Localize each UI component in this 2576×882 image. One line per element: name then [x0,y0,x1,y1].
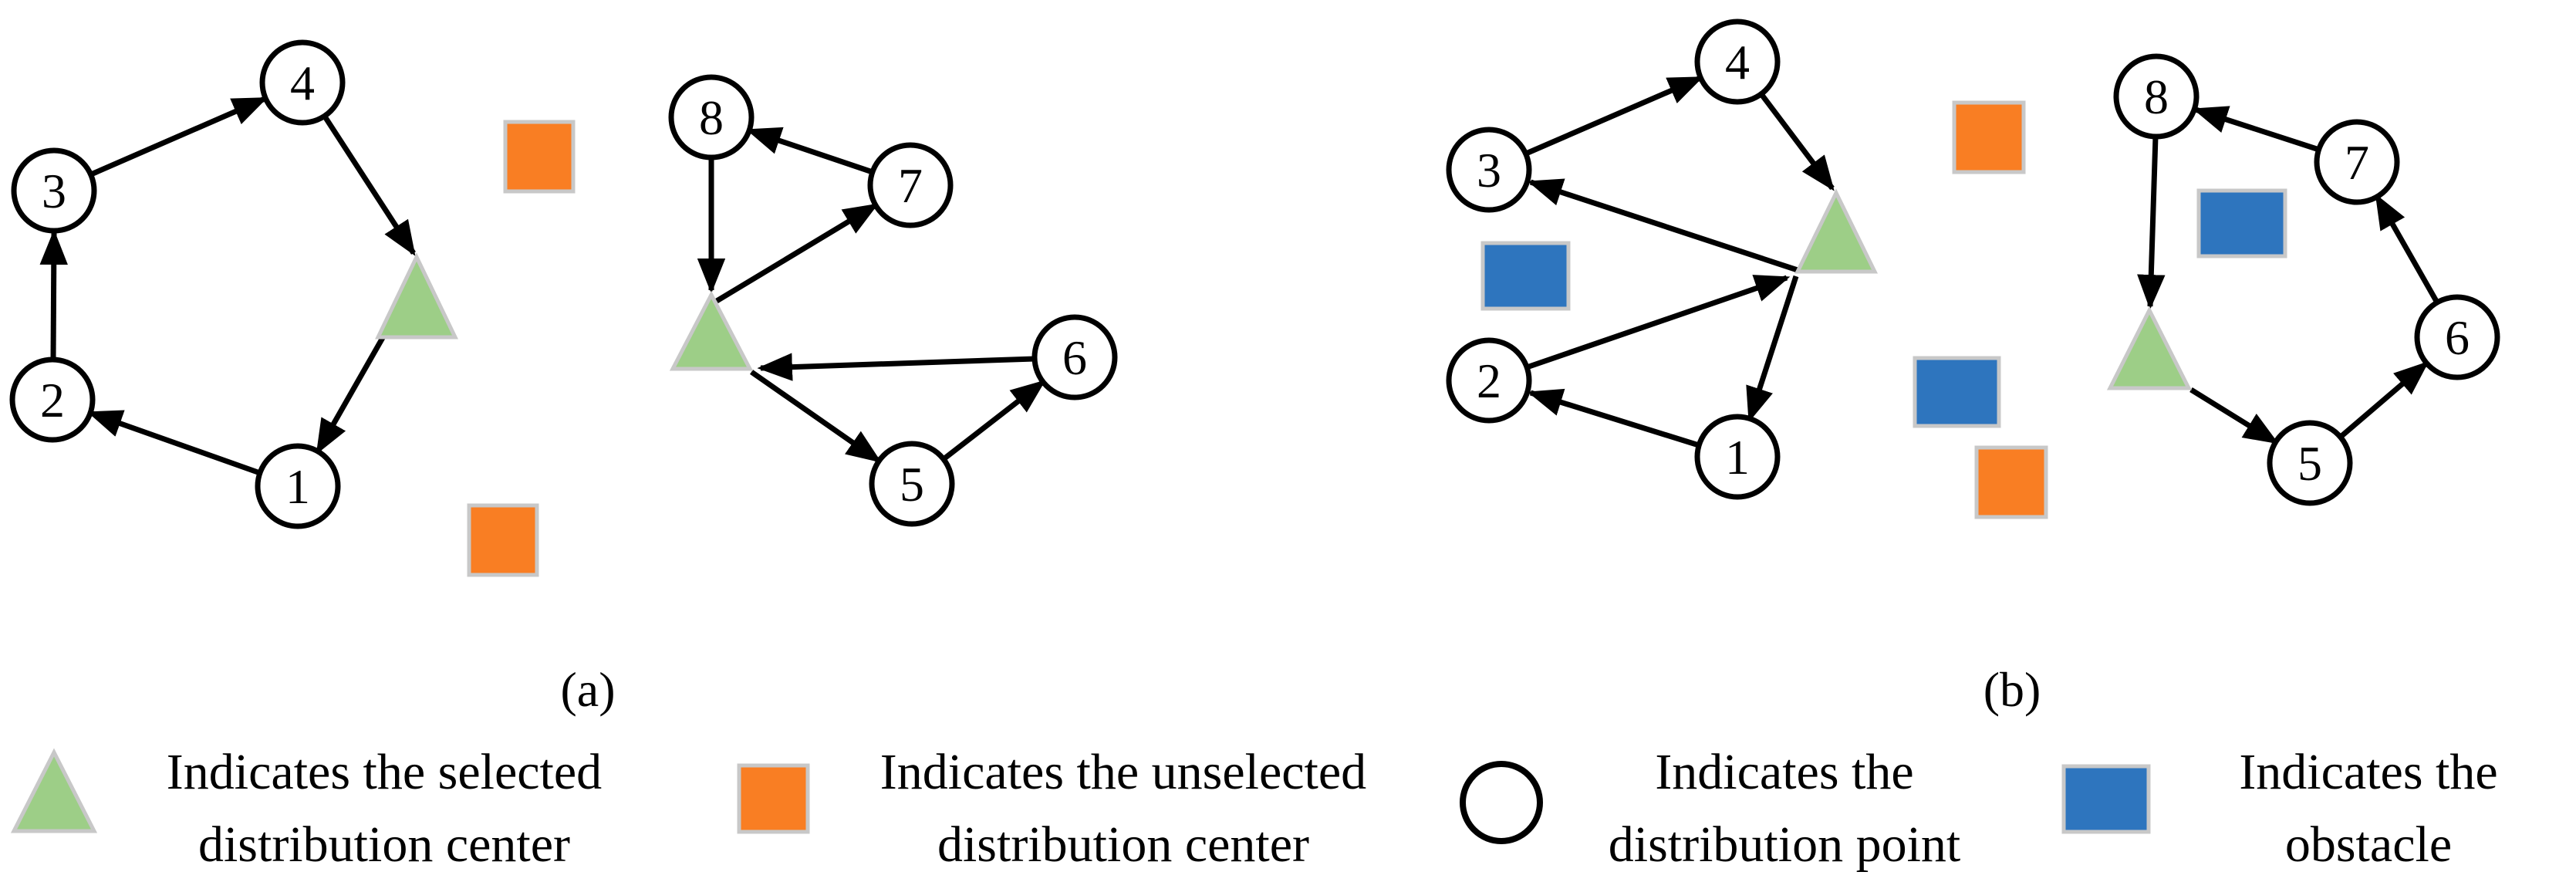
distribution-point-node [2414,294,2500,380]
node-number: 5 [2297,436,2322,491]
selected-center-triangle [669,290,754,371]
unselected-center-square [1952,100,2026,174]
legend-label-obstacle-line2: obstacle [2285,816,2452,873]
node-number: 5 [900,457,924,512]
graph-layer: 3 4 2 1 8 7 6 5 3 4 2 1 8 7 6 5 [9,19,2500,577]
distribution-point-legend-icon [1460,761,1543,844]
distribution-point-node [1694,414,1781,500]
distribution-point-node [9,357,96,443]
route-arrow [757,353,1035,381]
route-arrow [715,203,879,303]
route-arrow [1759,92,1835,191]
distribution-point-node [11,147,97,234]
route-arrow [941,380,1046,461]
route-arrow [745,127,874,175]
node-number: 2 [1477,353,1501,408]
distribution-point-node [1694,19,1781,105]
distribution-point-node [668,74,755,161]
legend-label-point-line1: Indicates the [1655,744,1913,800]
node-number: 6 [2445,310,2470,365]
node-number: 7 [2345,135,2369,190]
legend-label-obstacle-line1: Indicates the [2239,744,2497,800]
node-number: 4 [290,56,315,110]
node-number: 3 [1477,143,1501,198]
node-number: 4 [1725,35,1750,90]
unselected-center-square [467,503,539,577]
route-arrow [749,370,882,463]
distribution-point-node [1446,127,1532,213]
route-arrow [322,115,416,256]
unselected-center-legend-icon [737,763,810,834]
obstacle-square [1480,241,1571,311]
route-arrow [1525,275,1791,370]
unselected-center-square [1974,445,2048,519]
route-arrow [39,229,68,360]
obstacle-square [2196,188,2287,259]
node-number: 6 [1062,330,1087,385]
legend: Indicates the selected distribution cent… [10,744,2498,873]
node-number: 2 [40,373,65,427]
distribution-point-node [2267,420,2353,506]
route-arrow [89,96,268,177]
route-arrow [1746,275,1799,423]
node-number: 8 [2144,69,2169,124]
selected-center-triangle [2106,306,2193,390]
distribution-point-node [2113,53,2200,140]
legend-label-point-line2: distribution point [1609,816,1961,873]
distribution-point-node [1446,337,1532,424]
route-arrow [1527,178,1799,273]
node-number: 1 [285,459,310,514]
distribution-point-node [1031,314,1118,400]
obstacle-square [1913,356,2001,428]
distribution-point-node [2314,119,2400,205]
node-number: 7 [898,158,923,213]
selected-center-legend-icon [10,748,98,833]
selected-center-triangle [375,252,458,340]
unselected-center-square [503,120,576,194]
route-arrow [86,410,262,476]
legend-label-selected-line2: distribution center [198,816,570,873]
node-number: 3 [42,164,66,218]
route-arrow [315,335,387,455]
selected-center-triangle [1794,188,1879,274]
panel-a-caption: (a) [560,662,615,717]
route-arrow [1527,388,1700,448]
node-number: 8 [699,90,724,145]
legend-label-unselected-line1: Indicates the unselected [880,744,1366,800]
distribution-point-node [869,441,955,527]
route-arrow [1524,75,1704,157]
legend-label-unselected-line2: distribution center [937,816,1309,873]
panel-b-caption: (b) [1983,662,2041,717]
node-number: 1 [1725,430,1750,485]
distribution-point-node [259,39,346,126]
route-arrow [2338,361,2429,439]
route-arrow [2189,387,2279,444]
route-arrow [2137,136,2166,310]
obstacle-legend-icon [2061,764,2151,834]
route-arrow [2192,106,2321,153]
distribution-point-node [867,142,954,228]
distribution-point-node [255,443,341,529]
route-arrow [2374,194,2440,304]
legend-label-selected-line1: Indicates the selected [167,744,602,800]
